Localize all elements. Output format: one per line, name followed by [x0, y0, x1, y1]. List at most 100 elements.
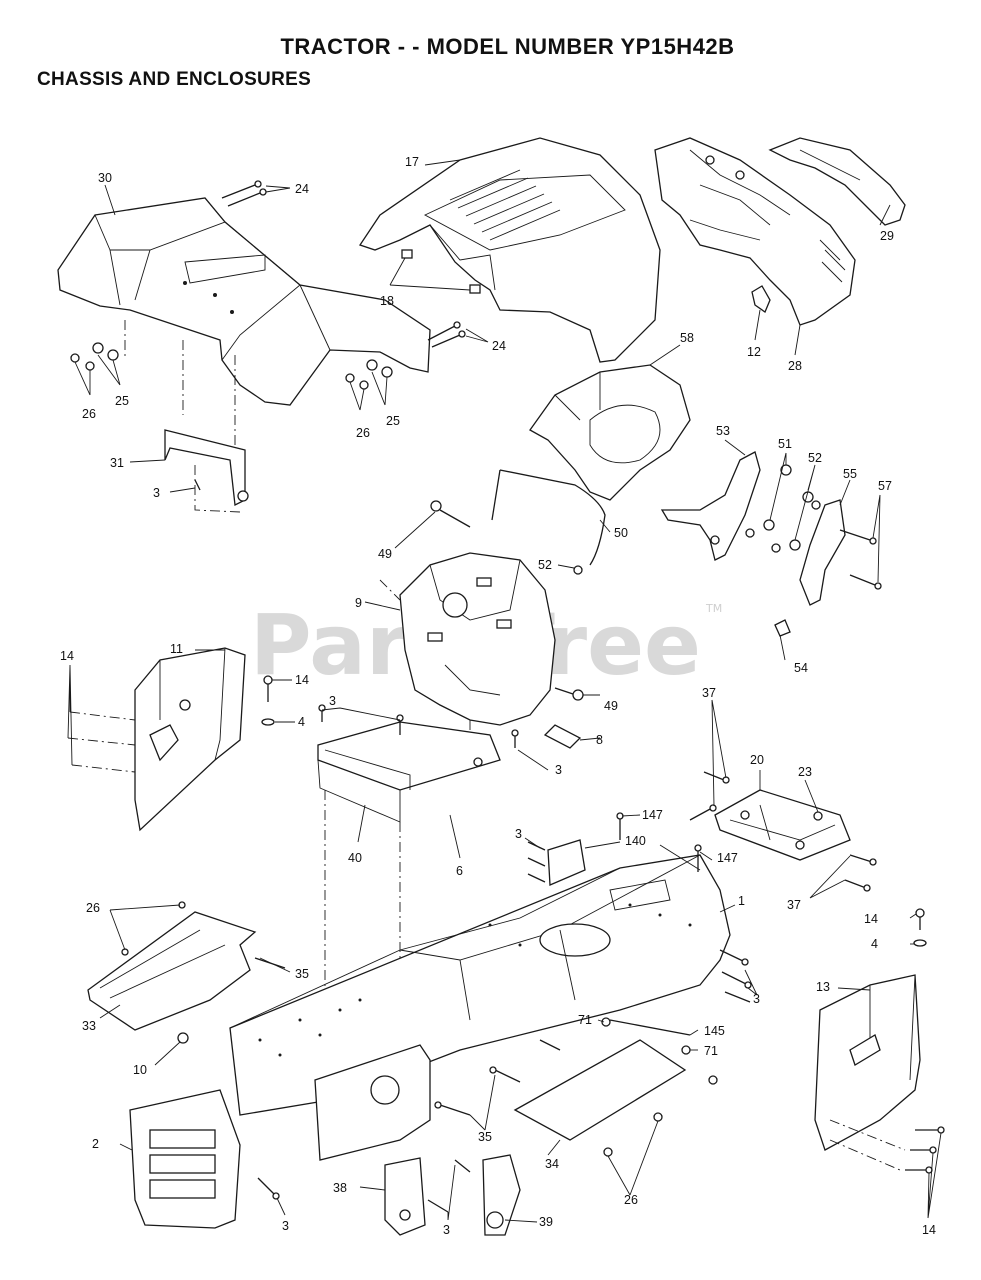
- part-3-screws-38[interactable]: [427, 1159, 471, 1213]
- label-2: 2: [92, 1137, 99, 1151]
- part-31-bracket[interactable]: [164, 429, 249, 513]
- label-10: 10: [133, 1063, 147, 1077]
- label-145: 145: [704, 1024, 725, 1038]
- label-52-mid: 52: [538, 558, 552, 572]
- part-71-nuts[interactable]: [601, 1017, 691, 1055]
- label-23: 23: [798, 765, 812, 779]
- part-1-frame[interactable]: [229, 854, 731, 1161]
- part-37-bolts-lower[interactable]: [844, 854, 877, 892]
- label-52-right: 52: [808, 451, 822, 465]
- part-25-26-hardware-left[interactable]: [70, 342, 121, 396]
- label-1: 1: [738, 894, 745, 908]
- part-3-screws-plate[interactable]: [318, 704, 519, 748]
- label-3-frame: 3: [753, 992, 760, 1006]
- label-29: 29: [880, 229, 894, 243]
- label-35-33: 35: [295, 967, 309, 981]
- label-26-left: 26: [82, 407, 96, 421]
- callout-labels: 30 24 17 29 18 12 28 24 26 25 26 25 58 3…: [60, 155, 936, 1237]
- label-11: 11: [170, 642, 183, 656]
- label-37-upper: 37: [702, 686, 716, 700]
- part-39-bracket[interactable]: [482, 1154, 521, 1236]
- part-33-panel[interactable]: [87, 911, 257, 1031]
- part-26-hardware-33[interactable]: [121, 901, 186, 956]
- label-3-front: 3: [282, 1219, 289, 1233]
- label-3-plate: 3: [329, 694, 336, 708]
- part-17-hood[interactable]: [358, 137, 661, 363]
- part-8-clip[interactable]: [543, 724, 582, 749]
- label-37-lower: 37: [787, 898, 801, 912]
- part-35-bolts-frame[interactable]: [434, 1039, 561, 1116]
- part-57-bolts[interactable]: [839, 529, 882, 590]
- part-58-shield[interactable]: [529, 364, 691, 501]
- part-54-clip[interactable]: [774, 619, 791, 637]
- label-14-right: 14: [864, 912, 878, 926]
- leader-lines: [67, 159, 942, 1223]
- part-12-clip[interactable]: [751, 285, 771, 313]
- label-17: 17: [405, 155, 419, 169]
- part-55-bracket[interactable]: [799, 499, 846, 606]
- label-38: 38: [333, 1181, 347, 1195]
- label-25-left: 25: [115, 394, 129, 408]
- part-29-panel[interactable]: [768, 137, 906, 226]
- part-24-bolts-top[interactable]: [221, 180, 291, 207]
- label-8: 8: [596, 733, 603, 747]
- part-3-screws-frame-right[interactable]: [719, 949, 752, 1003]
- label-49-upper: 49: [378, 547, 392, 561]
- label-24-top: 24: [295, 182, 309, 196]
- part-25-26-hardware-right[interactable]: [345, 359, 393, 411]
- label-55: 55: [843, 467, 857, 481]
- label-31: 31: [110, 456, 124, 470]
- label-12: 12: [747, 345, 761, 359]
- label-14-left: 14: [60, 649, 74, 663]
- label-18: 18: [380, 294, 394, 308]
- part-52-nut-mid[interactable]: [573, 565, 583, 575]
- part-145-rod[interactable]: [609, 1019, 691, 1036]
- label-71-a: 71: [578, 1013, 592, 1027]
- part-3-screws-140[interactable]: [527, 841, 546, 883]
- label-26-34: 26: [624, 1193, 638, 1207]
- label-40: 40: [348, 851, 362, 865]
- part-49-bolt-lower[interactable]: [554, 687, 584, 701]
- label-34: 34: [545, 1157, 559, 1171]
- section-subtitle: CHASSIS AND ENCLOSURES: [37, 69, 312, 90]
- part-49-bolt-upper[interactable]: [430, 500, 471, 528]
- part-6-40-plate[interactable]: [317, 721, 501, 1010]
- part-10-spacer[interactable]: [177, 1032, 189, 1044]
- label-140: 140: [625, 834, 646, 848]
- part-2-front-panel[interactable]: [129, 1089, 241, 1229]
- part-30-fender[interactable]: [57, 197, 431, 406]
- label-51: 51: [778, 437, 792, 451]
- part-9-dash-panel[interactable]: [379, 552, 556, 740]
- part-147-bolt-a[interactable]: [616, 812, 624, 840]
- part-53-bracket[interactable]: [660, 451, 761, 561]
- label-58: 58: [680, 331, 694, 345]
- label-147-b: 147: [717, 851, 738, 865]
- frame-holes: [258, 903, 692, 1057]
- label-3-38: 3: [443, 1223, 450, 1237]
- part-13-side-panel-right[interactable]: [814, 974, 921, 1151]
- part-14-4-hardware-right[interactable]: [913, 908, 927, 947]
- label-9: 9: [355, 596, 362, 610]
- part-34-footrest[interactable]: [513, 1039, 687, 1141]
- part-140-bracket[interactable]: [547, 839, 586, 886]
- label-39: 39: [539, 1215, 553, 1229]
- label-147-a: 147: [642, 808, 663, 822]
- label-33: 33: [82, 1019, 96, 1033]
- part-38-bracket[interactable]: [384, 1157, 426, 1236]
- part-24-bolts-lower[interactable]: [427, 321, 489, 348]
- label-26-right: 26: [356, 426, 370, 440]
- label-35-frame: 35: [478, 1130, 492, 1144]
- label-4-mid: 4: [298, 715, 305, 729]
- part-11-side-panel-left[interactable]: [67, 647, 246, 832]
- part-50-wire[interactable]: [491, 469, 606, 566]
- label-24-lower: 24: [492, 339, 506, 353]
- label-25-right: 25: [386, 414, 400, 428]
- label-3-bracket: 3: [153, 486, 160, 500]
- part-20-bracket[interactable]: [714, 789, 851, 861]
- label-71-b: 71: [704, 1044, 718, 1058]
- label-4-right: 4: [871, 937, 878, 951]
- part-3-screw-2[interactable]: [257, 1177, 280, 1200]
- label-13: 13: [816, 980, 830, 994]
- part-23-nut[interactable]: [813, 811, 823, 821]
- label-50: 50: [614, 526, 628, 540]
